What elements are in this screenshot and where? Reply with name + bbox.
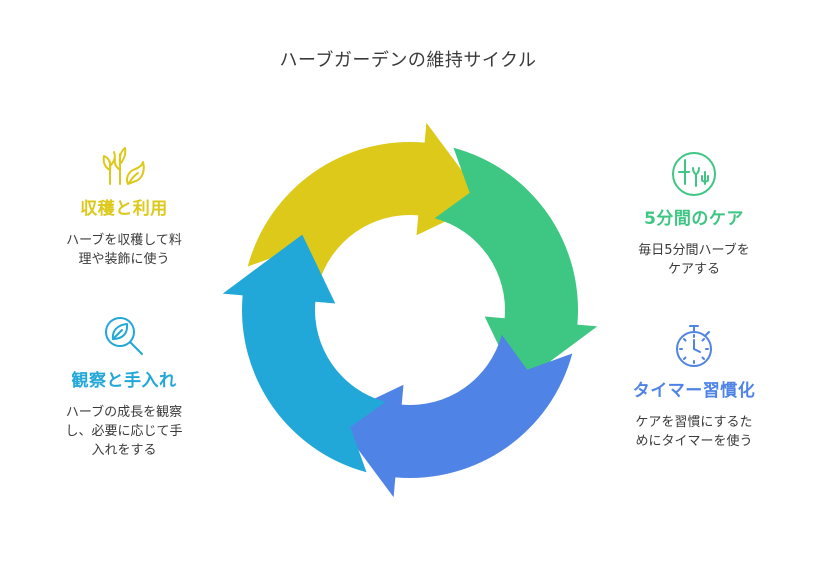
step-description: ハーブの成長を観察 し、必要に応じて手 入れをする <box>65 405 183 458</box>
plant-sprout-icon <box>102 147 145 185</box>
step-five-min-care: 5分間のケア 毎日5分間ハーブを ケアする <box>614 150 774 279</box>
step-title: 観察と手入れ <box>71 371 177 391</box>
step-description: 毎日5分間ハーブを ケアする <box>638 243 750 277</box>
step-timer-habit: タイマー習慣化 ケアを習慣にするた めにタイマーを使う <box>614 322 774 451</box>
cycle-arrow-observe <box>222 234 386 473</box>
cycle-arrow-five-min-care <box>434 147 598 386</box>
cycle-arrow-timer-habit <box>334 334 573 498</box>
magnifier-leaf-icon <box>105 317 143 355</box>
step-title: 収穫と利用 <box>80 199 168 219</box>
step-harvest: 収穫と利用 ハーブを収穫して料 理や装飾に使う <box>44 140 204 269</box>
stopwatch-icon <box>676 325 712 367</box>
step-observe: 観察と手入れ ハーブの成長を観察 し、必要に応じて手 入れをする <box>44 312 204 460</box>
step-description: ハーブを収穫して料 理や装飾に使う <box>66 233 182 267</box>
step-title: 5分間のケア <box>644 209 744 229</box>
diagram-title: ハーブガーデンの維持サイクル <box>279 50 537 71</box>
step-title: タイマー習慣化 <box>632 381 756 401</box>
garden-tools-icon <box>672 152 716 196</box>
step-description: ケアを習慣にするた めにタイマーを使う <box>635 415 753 449</box>
cycle-diagram <box>222 122 598 498</box>
